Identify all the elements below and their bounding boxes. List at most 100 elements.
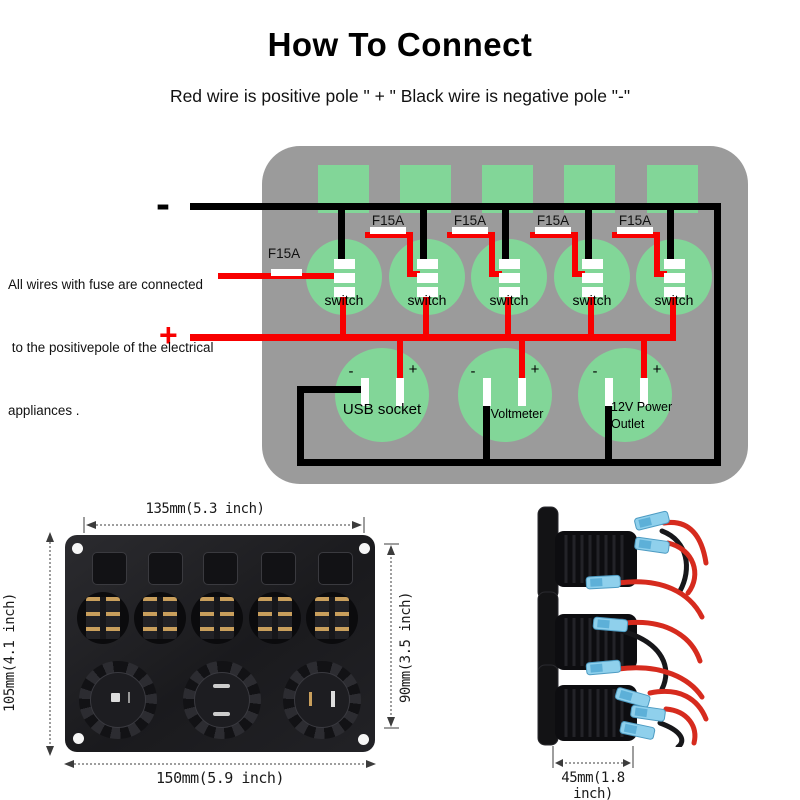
power-outlet-label: Outlet <box>611 417 645 431</box>
dimension-label-bottom: 150mm(5.9 inch) <box>156 769 284 787</box>
fused-wire-stub <box>654 271 667 277</box>
fused-appliance-wire <box>447 232 494 238</box>
wire-red <box>665 540 698 596</box>
voltmeter-negative-wire <box>483 402 490 466</box>
wire-red <box>615 579 705 620</box>
screw-hole <box>72 543 83 554</box>
fuse <box>535 227 571 234</box>
fused-appliance-wire <box>612 232 659 238</box>
voltmeter-circle <box>458 348 552 442</box>
voltmeter-plus-terminal <box>518 378 526 406</box>
fused-wire-drop <box>572 232 578 277</box>
rocker-cutout <box>261 552 296 585</box>
fused-wire-stub <box>489 271 502 277</box>
wire-red <box>623 619 703 664</box>
dimension-line-top <box>83 517 365 533</box>
voltmeter-label: Voltmeter <box>490 407 544 421</box>
positive-pole-label: + <box>159 317 178 353</box>
fuse-label: F15A <box>267 246 301 261</box>
fused-wire-drop <box>407 232 413 277</box>
usb-port-detail <box>111 693 120 702</box>
switch-terminal <box>499 259 520 269</box>
switch-terminal <box>664 273 685 283</box>
wire-red <box>615 665 705 700</box>
rocker-cutout <box>203 552 238 585</box>
terminal-plus-label: + <box>652 361 662 378</box>
usb-socket-circle <box>335 348 429 442</box>
switch-label: switch <box>489 292 529 308</box>
switch-negative-drop <box>502 207 509 259</box>
wire-black <box>619 628 669 692</box>
switch-terminal <box>664 287 685 297</box>
terminal-plus-label: + <box>530 361 540 378</box>
switch-terminal <box>582 287 603 297</box>
wire-red <box>647 689 709 722</box>
fuse <box>370 227 406 234</box>
terminal-minus-label: - <box>348 363 354 380</box>
switch-terminal <box>582 273 603 283</box>
fused-wire-stub <box>572 271 585 277</box>
switch-terminal <box>499 287 520 297</box>
fused-wire-stub <box>407 271 420 277</box>
terminal-minus-label: - <box>592 363 598 380</box>
wire-black <box>657 720 685 747</box>
voltmeter-contact <box>213 684 230 688</box>
fused-appliance-wire <box>530 232 577 238</box>
dimension-line-socket <box>552 746 634 768</box>
fused-wire-drop <box>654 232 660 277</box>
wires <box>615 519 709 747</box>
switch-terminal-block <box>315 597 349 639</box>
fuse-note-line: All wires with fuse are connected <box>8 277 204 292</box>
switch-negative-drop <box>585 207 592 259</box>
screw-hole <box>359 543 370 554</box>
socket-barrel <box>555 531 637 741</box>
rocker-cutout <box>92 552 127 585</box>
fused-appliance-wire <box>365 232 412 238</box>
fuse-note-line: to the positivepole of the electrical <box>8 340 214 355</box>
dimension-label-right: 90mm(3.5 inch) <box>398 591 414 703</box>
outlet-minus-terminal <box>605 378 613 406</box>
switch-label: switch <box>654 292 694 308</box>
dimension-label-top: 135mm(5.3 inch) <box>145 501 265 517</box>
socket-flange <box>537 506 559 746</box>
terminal-plus-label: + <box>408 361 418 378</box>
power-outlet-label: 12V Power <box>611 400 673 414</box>
switch-terminal <box>664 259 685 269</box>
wire-black <box>659 528 689 594</box>
fuse-label: F15A <box>618 213 652 228</box>
switch-terminal <box>582 259 603 269</box>
outlet-plus-terminal <box>640 378 648 406</box>
usb-socket-label: USB socket <box>342 401 422 418</box>
switch-terminal <box>499 273 520 283</box>
voltmeter-minus-terminal <box>483 378 491 406</box>
voltmeter-back-inner <box>194 672 250 728</box>
dimension-line-bottom <box>64 760 376 768</box>
switch-terminal-block <box>200 597 234 639</box>
fuse <box>617 227 653 234</box>
switch-terminal <box>417 273 438 283</box>
switch-negative-drop <box>667 207 674 259</box>
fuse-label: F15A <box>536 213 570 228</box>
dimension-label-left: 105mm(4.1 inch) <box>2 593 18 713</box>
wire-red <box>661 519 709 566</box>
dimension-line-right <box>384 543 399 729</box>
usb-negative-wire <box>297 386 365 393</box>
fuse <box>452 227 488 234</box>
switch-positive-drop <box>505 292 511 341</box>
fuse-label: F15A <box>453 213 487 228</box>
switch-terminal <box>417 259 438 269</box>
fused-wire-drop <box>489 232 495 277</box>
dimension-line-left <box>46 532 54 756</box>
switch-label: switch <box>572 292 612 308</box>
positive-bus-wire <box>190 334 676 341</box>
switch-label: switch <box>324 292 364 308</box>
negative-bottom-wire <box>297 459 721 466</box>
switch-terminal-block <box>143 597 177 639</box>
outlet-contact <box>309 692 312 706</box>
rocker-cutout <box>318 552 353 585</box>
outlet-socket-back-inner <box>294 672 350 728</box>
wire-red <box>663 706 698 746</box>
page-subtitle: Red wire is positive pole " + " Black wi… <box>169 86 631 106</box>
switch-terminal-block <box>258 597 292 639</box>
